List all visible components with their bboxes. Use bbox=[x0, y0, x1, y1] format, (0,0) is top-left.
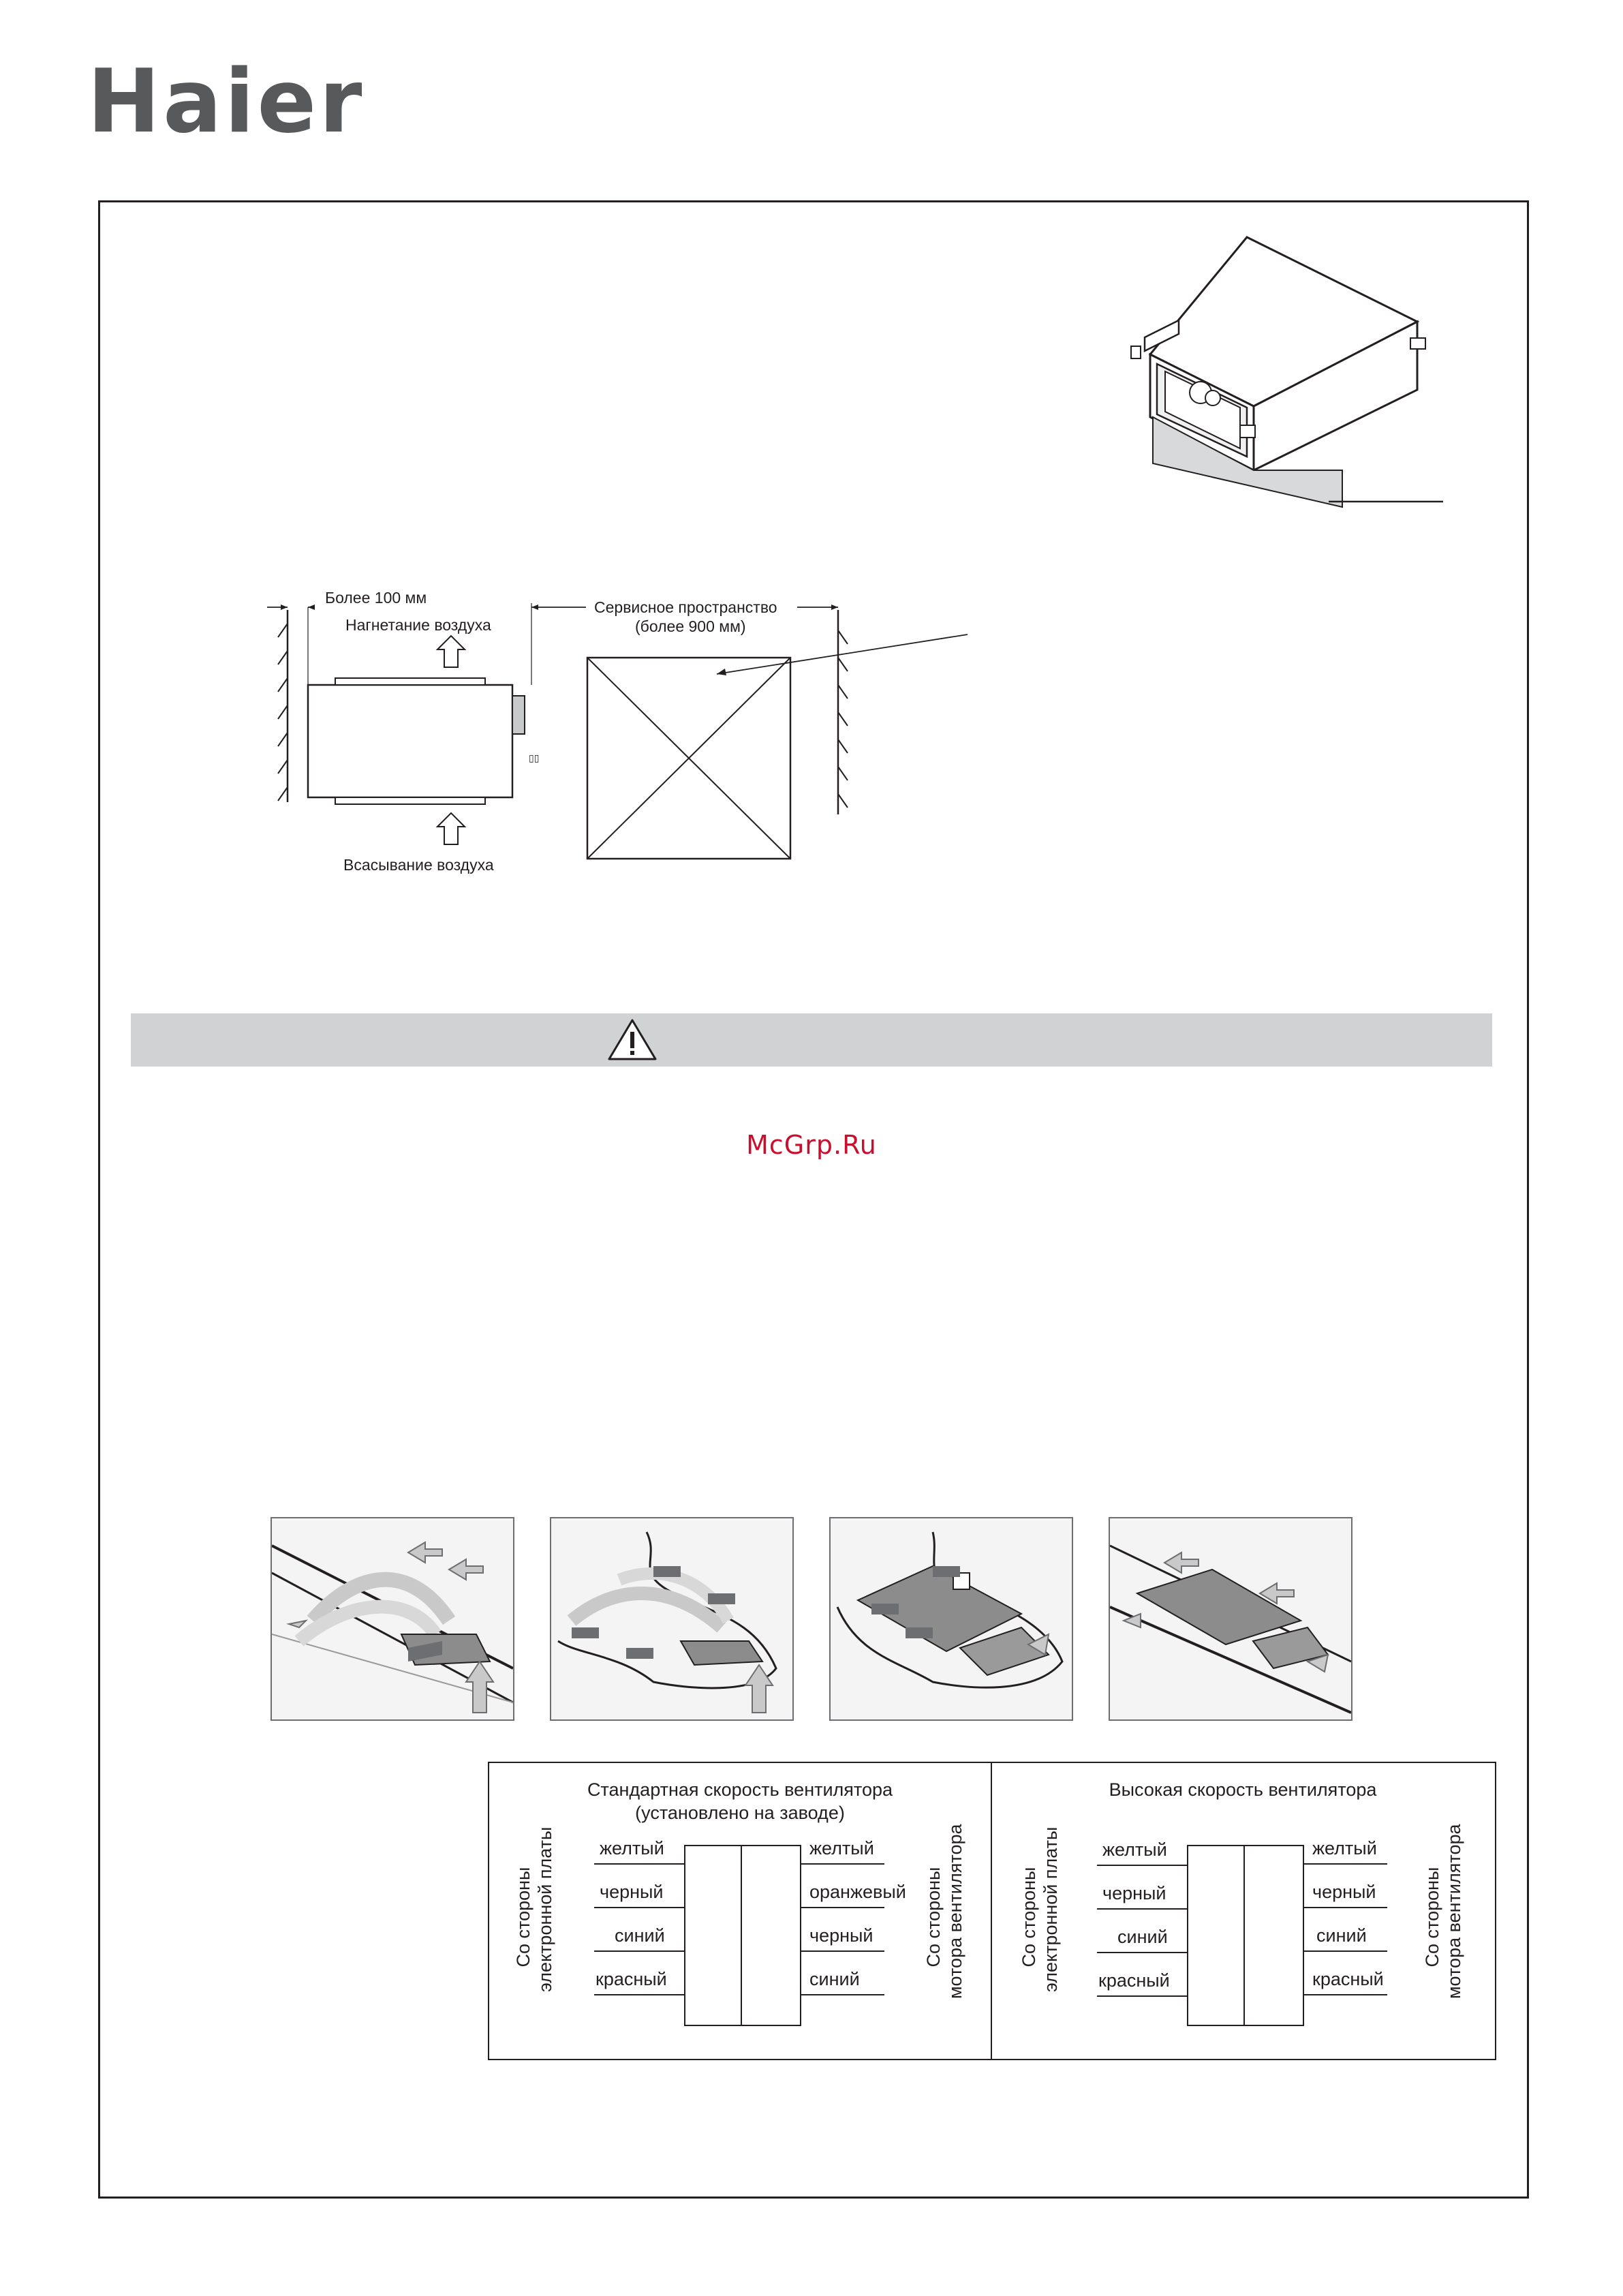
left-wire-3: синий bbox=[615, 1925, 665, 1946]
left-wire-3: синий bbox=[1117, 1927, 1168, 1947]
right-wire-1: желтый bbox=[809, 1838, 874, 1858]
wire-line bbox=[1303, 1907, 1387, 1908]
left-wire-4: красный bbox=[596, 1969, 667, 1989]
terminal-divider bbox=[741, 1846, 742, 2025]
service-space-sublabel: (более 900 мм) bbox=[635, 617, 746, 635]
warning-bar bbox=[131, 1013, 1492, 1067]
wire-line bbox=[1303, 1863, 1387, 1865]
clearance-left-label: Более 100 мм bbox=[325, 589, 427, 607]
wire-line bbox=[1303, 1994, 1387, 1995]
right-wire-4: красный bbox=[1312, 1969, 1384, 1989]
service-space-label: Сервисное пространство bbox=[594, 598, 777, 616]
content-frame bbox=[98, 200, 1529, 2199]
wire-line bbox=[1097, 1865, 1187, 1866]
haier-logo: Haier bbox=[87, 51, 365, 153]
wire-line bbox=[1097, 1995, 1187, 1997]
wire-line bbox=[800, 1907, 884, 1908]
clearance-diagram: Более 100 мм Нагнетание воздуха ▯▯ Всасы… bbox=[267, 589, 968, 874]
fan-speed-wiring-table: Стандартная скорость вентилятора (устано… bbox=[488, 1762, 1496, 2060]
wire-line bbox=[800, 1994, 884, 1995]
unit-isometric-illustration bbox=[1130, 236, 1443, 508]
wire-line bbox=[594, 1950, 684, 1952]
right-wire-1: желтый bbox=[1312, 1838, 1377, 1858]
right-wire-4: синий bbox=[809, 1969, 860, 1989]
bottom-intake-illustration bbox=[829, 1517, 1073, 1721]
svg-text:▯▯: ▯▯ bbox=[529, 752, 539, 763]
motor-side-label: Со стороны мотора вентилятора bbox=[923, 1824, 965, 2000]
terminal-divider bbox=[1243, 1846, 1245, 2025]
intake-label: Всасывание воздуха bbox=[343, 856, 494, 874]
motor-side-label: Со стороны мотора вентилятора bbox=[1422, 1824, 1464, 2000]
standard-speed-title: Стандартная скорость вентилятора bbox=[587, 1779, 893, 1800]
terminal-block bbox=[1187, 1845, 1304, 2026]
right-wire-3: синий bbox=[1316, 1925, 1367, 1946]
standard-speed-panel: Стандартная скорость вентилятора (устано… bbox=[489, 1763, 992, 2059]
wire-line bbox=[1097, 1952, 1187, 1953]
board-side-label: Со стороны электронной платы bbox=[1019, 1826, 1061, 1992]
left-wire-4: красный bbox=[1098, 1970, 1170, 1991]
wire-line bbox=[1097, 1908, 1187, 1910]
wire-line bbox=[594, 1907, 684, 1908]
flexible-duct-illustration bbox=[550, 1517, 794, 1721]
wire-line bbox=[800, 1950, 884, 1952]
right-wire-2: оранжевый bbox=[809, 1882, 906, 1902]
left-wire-2: черный bbox=[1102, 1883, 1166, 1903]
right-wire-3: черный bbox=[809, 1925, 874, 1946]
standard-speed-subtitle: (установлено на заводе) bbox=[635, 1803, 845, 1823]
left-wire-2: черный bbox=[600, 1882, 664, 1902]
left-wire-1: желтый bbox=[600, 1838, 664, 1858]
high-speed-title: Высокая скорость вентилятора bbox=[1109, 1779, 1377, 1800]
wire-line bbox=[594, 1863, 684, 1865]
warning-triangle-icon bbox=[608, 1019, 657, 1060]
watermark-text: McGrp.Ru bbox=[746, 1130, 877, 1160]
terminal-block bbox=[684, 1845, 801, 2026]
high-speed-panel: Высокая скорость вентилятора Со стороны … bbox=[992, 1763, 1494, 2059]
board-side-label: Со стороны электронной платы bbox=[513, 1826, 555, 1992]
plenum-duct-illustration bbox=[1109, 1517, 1352, 1721]
wire-line bbox=[1303, 1950, 1387, 1952]
left-wire-1: желтый bbox=[1102, 1839, 1167, 1860]
wire-line bbox=[800, 1863, 884, 1865]
rear-intake-ducted-illustration bbox=[270, 1517, 514, 1721]
right-wire-2: черный bbox=[1312, 1882, 1376, 1902]
wire-line bbox=[594, 1994, 684, 1995]
discharge-label: Нагнетание воздуха bbox=[345, 616, 491, 634]
